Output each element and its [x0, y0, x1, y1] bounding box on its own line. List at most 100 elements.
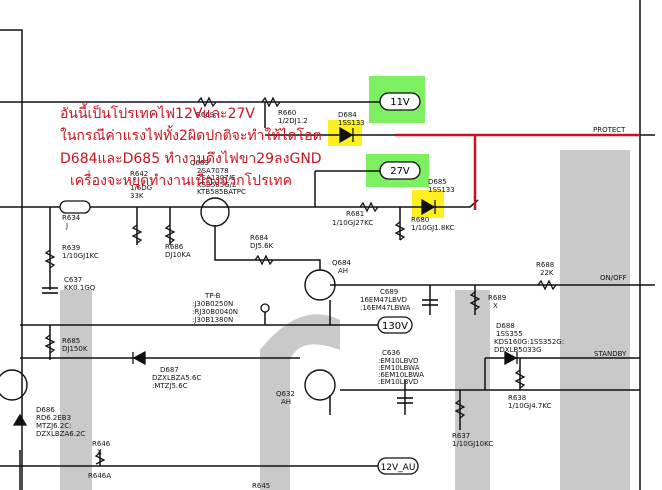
tpb-ref: TP-B — [204, 292, 221, 300]
r688-value: 22K — [540, 269, 554, 277]
r660-symbol — [261, 96, 281, 108]
q683-part1: 2SA7078 — [197, 167, 229, 175]
rail-130v-label: 130V — [382, 321, 408, 332]
annotation-line-1: อันนี้เป็นโปรเทคไฟ12Vและ27V — [60, 103, 255, 122]
watermark-bar-right — [560, 150, 630, 490]
d686-symbol — [12, 413, 28, 426]
r634-symbol — [59, 200, 91, 214]
r689-symbol — [469, 291, 481, 311]
c689-value1: 16EM47LBVD — [360, 296, 407, 304]
d687-part1: DZXLBZA5.6C — [152, 374, 201, 382]
q683-part4: KTB585BATPC — [197, 188, 246, 196]
r646a-ref: R646A — [88, 472, 111, 480]
r638-symbol — [514, 369, 526, 389]
rail-27v-label: 27V — [390, 166, 410, 177]
r639-symbol — [44, 249, 56, 269]
q632-symbol — [304, 369, 336, 401]
rail-11v-label: 11V — [390, 97, 410, 108]
r681-value: 1/10GJ27KC — [332, 219, 373, 227]
d686-part1: RD6.2EB3 — [36, 414, 71, 422]
rail-27v-pill — [379, 161, 421, 180]
r681-ref: R681 — [346, 210, 364, 218]
c689-value2: :16EM47LBWA — [360, 304, 411, 312]
r637-value: 1/10GJ10KC — [452, 440, 493, 448]
d687-part2: :MTZJ5.6C — [152, 382, 188, 390]
d688-part1: 1SS355 — [496, 330, 523, 338]
d684-symbol — [339, 126, 354, 144]
q683-symbol — [200, 197, 230, 227]
c637-value: KK0.1GQ — [64, 284, 96, 292]
c636-ref: C636 — [382, 349, 401, 357]
d687-symbol — [132, 350, 146, 366]
resistors — [44, 96, 557, 465]
signal-onoff: ON/OFF — [600, 274, 627, 282]
q683-part3: KSB585G/L — [197, 181, 236, 189]
r689-ref: R689 — [488, 294, 506, 302]
r680-ref: R680 — [411, 216, 429, 224]
r638-ref: R638 — [508, 394, 526, 402]
q683-ref: Q683 — [190, 159, 209, 167]
c636-part4: :EM10LBVD — [378, 378, 418, 386]
r686-value: DJ10KA — [165, 251, 191, 259]
watermark — [60, 150, 630, 490]
c636-part3: :6EM10LBWA — [378, 371, 424, 379]
r646-symbol — [94, 452, 106, 465]
r660-ref: R660 — [278, 109, 296, 117]
rail-12vau-pill — [377, 457, 419, 475]
d684-value: 1SS133 — [338, 119, 365, 127]
tpb-part2: :RJ30B0040N — [192, 308, 238, 316]
q632-value: AH — [281, 398, 291, 406]
q684-symbol — [304, 269, 336, 301]
c637-ref: C637 — [64, 276, 82, 284]
capacitors — [42, 287, 438, 404]
r639-ref: R639 — [62, 244, 80, 252]
protect-red-path — [395, 133, 640, 210]
q684-value: AH — [338, 267, 348, 275]
c636-part1: :EM10LBVD — [378, 357, 418, 365]
c689-ref: C689 — [380, 288, 398, 296]
transistors — [0, 197, 336, 401]
r685-ref: R685 — [62, 337, 80, 345]
d687-ref: D687 — [160, 366, 179, 374]
r646-ref: R646 — [92, 440, 111, 448]
rail-connectors — [377, 92, 421, 475]
r660-value: 1/2DJ1.2 — [278, 117, 308, 125]
signal-standby: STANDBY — [594, 350, 627, 358]
r680-value: 1/10GJ1.8KC — [411, 224, 455, 232]
d688-ref: D688 — [496, 322, 515, 330]
d684-ref: D684 — [338, 111, 357, 119]
r685-symbol — [44, 334, 56, 354]
tpb-part3: :J30B1380N — [192, 316, 233, 324]
q683-part2: 2SA1307/E — [197, 174, 235, 182]
d686-ref: D686 — [36, 406, 55, 414]
d685-ref: D685 — [428, 178, 447, 186]
r688-symbol — [537, 279, 557, 291]
r642-ref: R642 — [130, 170, 148, 178]
watermark-arc — [260, 314, 340, 490]
component-labels: R669 R660 1/2DJ1.2 D684 1SS133 Q683 2SA7… — [36, 109, 564, 490]
annotation-line-4: เครื่องจะหยุดทำงานเนื่องจากโปรเทค — [70, 171, 292, 189]
r645-ref: R645 — [252, 482, 270, 490]
d686-part3: DZXLBZA6.2C — [36, 430, 85, 438]
r680-symbol — [394, 221, 406, 241]
r646-value: X — [97, 448, 102, 456]
r686-symbol — [164, 224, 176, 244]
r637-ref: R637 — [452, 432, 470, 440]
wire-left-rail — [0, 29, 23, 490]
annotation-line-2: ในกรณีค่าแรงไฟทั้ง2ผิดปกติจะทำให้ไดโอต — [60, 125, 322, 144]
r669-symbol — [197, 96, 217, 108]
watermark-bar-left — [60, 290, 92, 490]
r642-symbol — [131, 224, 143, 244]
r689-value: X — [493, 302, 498, 310]
r684-ref: R684 — [250, 234, 269, 242]
d685-value: 1SS133 — [428, 186, 455, 194]
r686-ref: R686 — [165, 243, 184, 251]
r639-value: 1/10GJ1KC — [62, 252, 99, 260]
d688-part2: KDS160G:1SS352G: — [494, 338, 564, 346]
diodes — [12, 126, 518, 426]
r688-ref: R688 — [536, 261, 554, 269]
tpb-part1: :J30B0250N — [192, 300, 233, 308]
r634-value: J — [65, 222, 68, 230]
q684-ref: Q684 — [332, 259, 351, 267]
